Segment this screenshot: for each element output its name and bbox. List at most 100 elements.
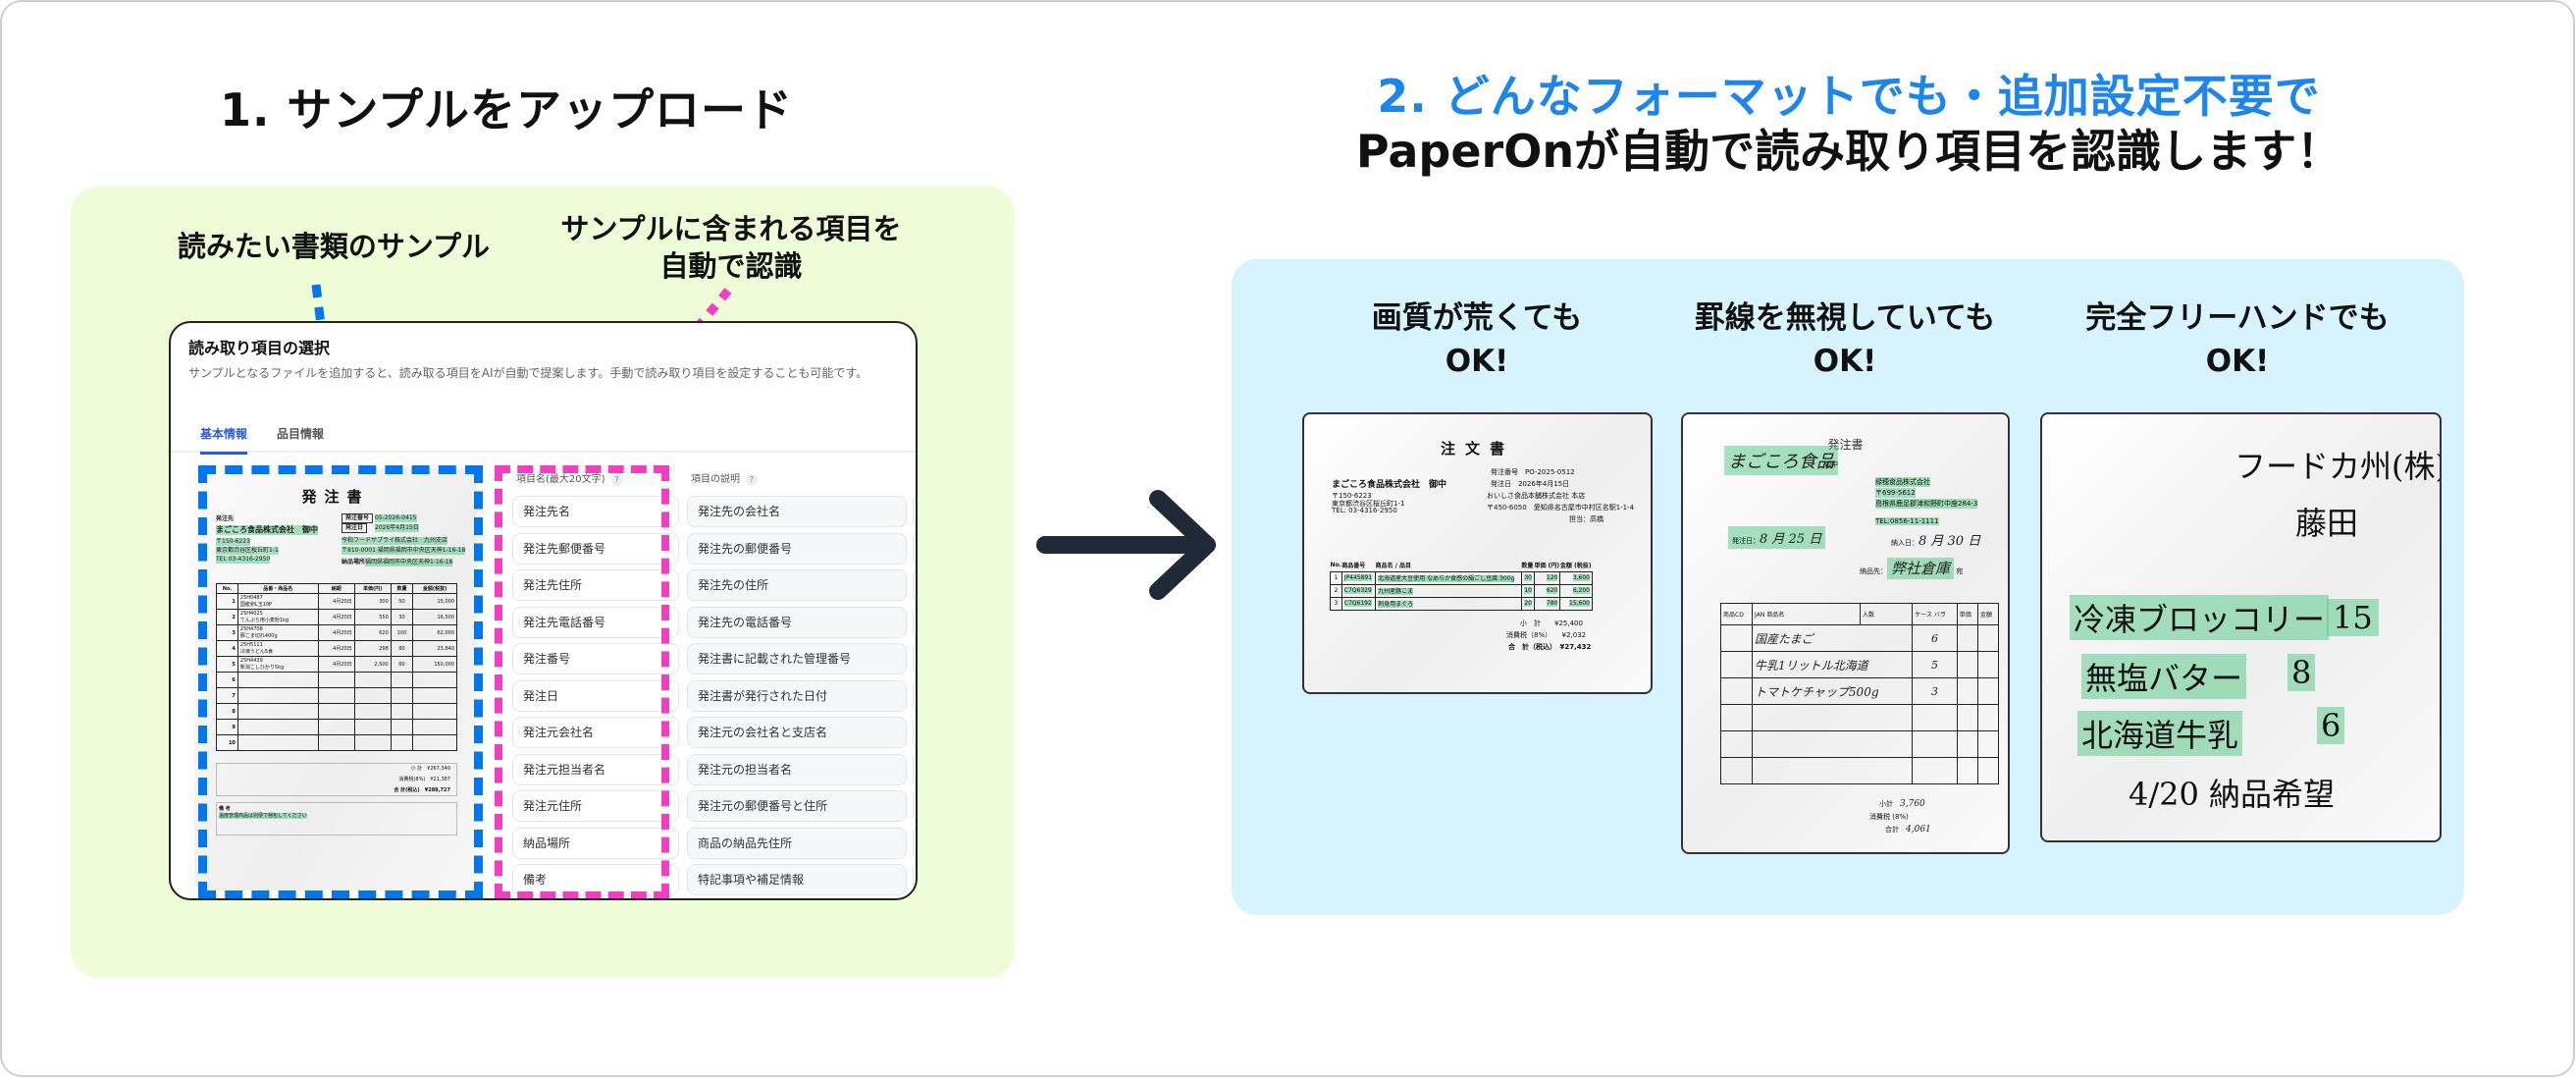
doc2-order-date-label: 発注日： (1732, 537, 1760, 545)
row-amount-value: 15,600 (1569, 600, 1590, 607)
field-name-input[interactable]: 発注番号 (512, 643, 679, 674)
low-quality-document: 注文書 まごころ食品株式会社 御中 〒150-6223 東京都渋谷区桜丘町1-1… (1302, 412, 1653, 694)
ignore-lines-document: 発注書 まごころ食品 御中 緑穂食品株式会社 〒699-5612 島根県鹿足郡津… (1681, 412, 2010, 854)
field-description-input[interactable]: 発注先の郵便番号 (687, 532, 907, 565)
callout-items-line2: 自動で認識 (659, 249, 803, 283)
table-row: 7 (216, 687, 457, 704)
field-extra-column (913, 532, 916, 565)
field-description-input[interactable]: 商品の納品先住所 (687, 827, 907, 859)
doc1-from-contact: 担当：高橋 (1569, 515, 1603, 523)
row-no: 2 (1330, 583, 1342, 598)
doc1-to-address: 東京都渋谷区桜丘町1-1 (1332, 500, 1405, 508)
field-description-input[interactable]: 発注先の電話番号 (687, 606, 907, 638)
doc2-total-label: 合計 (1885, 826, 1899, 834)
sample-subtotal: ¥267,340 (427, 766, 450, 772)
field-name-input[interactable]: 納品場所 (512, 827, 679, 859)
doc2-from-tel: TEL:0856-11-1111 (1875, 517, 1939, 525)
case-label-line1: 画質が荒くても (1371, 300, 1583, 336)
doc3-item-qty: 6 (2317, 707, 2345, 744)
row-amount: 3,600 (1559, 570, 1593, 585)
case-label-ok: OK! (1445, 344, 1509, 379)
field-name-input[interactable]: 発注日 (512, 679, 679, 712)
read-items-selection-window: 読み取り項目の選択 サンプルとなるファイルを追加すると、読み取る項目をAIが自動… (169, 321, 918, 900)
sample-delivery: 福岡県福岡市中央区天神1-16-18 (365, 559, 453, 566)
field-name-input[interactable]: 発注元住所 (512, 790, 679, 822)
doc2-subtotal-label: 小計 (1879, 800, 1893, 808)
doc3-item-name: 無塩バター (2081, 654, 2247, 699)
row-name: 新潟こしひかり5kg (239, 665, 285, 671)
row-qty (1912, 730, 1958, 758)
field-name-input[interactable]: 発注先住所 (512, 569, 679, 601)
field-extra-column (913, 827, 916, 859)
doc2-from-address: 島根県鹿足郡津和野町中座284-3 (1875, 499, 1978, 509)
field-description-input[interactable]: 特記事項や補足情報 (687, 864, 907, 895)
row-price-value: 620 (1546, 587, 1558, 594)
step2-heading-line1: 2. どんなフォーマットでも・追加設定不要で (1377, 70, 2321, 123)
field-extra-column (913, 606, 916, 638)
field-extra-column (913, 569, 916, 601)
row-no: 3 (1330, 596, 1342, 611)
case-label-low-quality: 画質が荒くても OK! (1300, 296, 1654, 383)
doc1-subtotal: ¥25,400 (1554, 620, 1583, 627)
row-code (1719, 651, 1754, 678)
tab-item-info[interactable]: 品目情報 (277, 427, 325, 441)
table-row (1719, 757, 2000, 784)
field-name-input[interactable]: 発注先電話番号 (512, 606, 679, 638)
row-code-value: C7Q6329 (1343, 587, 1372, 594)
field-name-input[interactable]: 発注元担当者名 (512, 753, 679, 785)
row-qty-value: 10 (1524, 587, 1532, 594)
doc1-date-label: 発注日 (1491, 480, 1511, 488)
doc1-total: ¥27,432 (1559, 643, 1592, 651)
field-extra-column (913, 679, 916, 712)
row-price (1956, 651, 1978, 678)
case-label-line1: 完全フリーハンドでも (2085, 300, 2390, 336)
doc2-delivery-date: 8 月 30 日 (1919, 534, 1981, 549)
row-amount (412, 734, 457, 751)
field-description-input[interactable]: 発注先の住所 (687, 569, 907, 601)
sample-doc-title: 発注書 (301, 488, 370, 506)
row-amount-value: 3,600 (1572, 574, 1590, 581)
field-description-input[interactable]: 発注元の担当者名 (687, 753, 907, 785)
row-qty: 20 (1520, 596, 1535, 611)
sample-notes: 備 考 温度管理商品は別便で梱包してください (216, 802, 457, 835)
row-code: 25H0487 (239, 595, 263, 601)
field-description-input[interactable]: 発注元の郵便番号と住所 (687, 790, 907, 822)
sample-order-no-label: 発注番号 (342, 513, 374, 523)
row-code (1719, 677, 1754, 705)
row-qty-value: 30 (1524, 574, 1532, 581)
row-code (1719, 624, 1754, 652)
field-description-input[interactable]: 発注書が発行された日付 (687, 679, 907, 712)
sample-delivery-label: 納品場所 (342, 559, 366, 566)
field-name-input[interactable]: 発注元会社名 (512, 717, 679, 748)
doc1-to-zip: 〒150-6223 (1332, 492, 1372, 500)
row-qty: 10 (1520, 583, 1535, 598)
row-item (1752, 730, 1914, 758)
sample-to-address: 東京都渋谷区桜丘町1-1 (216, 547, 279, 555)
doc1-order-no: PO-2025-0512 (1525, 468, 1575, 476)
table-header: 入数 (1860, 603, 1914, 625)
row-name: 豚こま切れ400g (239, 633, 278, 639)
row-item: 九州産豚こま (1375, 583, 1522, 598)
row-item-value: 北海道産大豆使用 なめらか食感の絹ごし豆腐 300g (1378, 575, 1515, 582)
row-amount-value: 6,200 (1572, 587, 1590, 594)
row-amount (1976, 704, 2000, 731)
sample-date: 2026年4月15日 (375, 524, 419, 532)
help-icon[interactable]: ? (746, 474, 758, 486)
field-name-input[interactable]: 発注先郵便番号 (512, 532, 679, 565)
case-label-ok: OK! (1813, 344, 1877, 379)
tab-basic-info[interactable]: 基本情報 (200, 425, 248, 455)
field-description-input[interactable]: 発注書に記載された管理番号 (687, 643, 907, 674)
field-description-input[interactable]: 発注元の会社名と支店名 (687, 717, 907, 748)
doc1-subtotal-label: 小 計 (1520, 620, 1541, 627)
row-amount (1976, 651, 2000, 678)
row-item-value: 九州産豚こま (1378, 588, 1414, 595)
row-item: 国産たまご (1752, 624, 1914, 652)
help-icon[interactable]: ? (610, 474, 623, 486)
field-description-input[interactable]: 発注先の会社名 (687, 496, 907, 527)
row-qty-value: 3 (1930, 684, 1938, 698)
field-name-input[interactable]: 発注先名 (512, 496, 679, 527)
field-name-input[interactable]: 備考 (512, 864, 679, 895)
